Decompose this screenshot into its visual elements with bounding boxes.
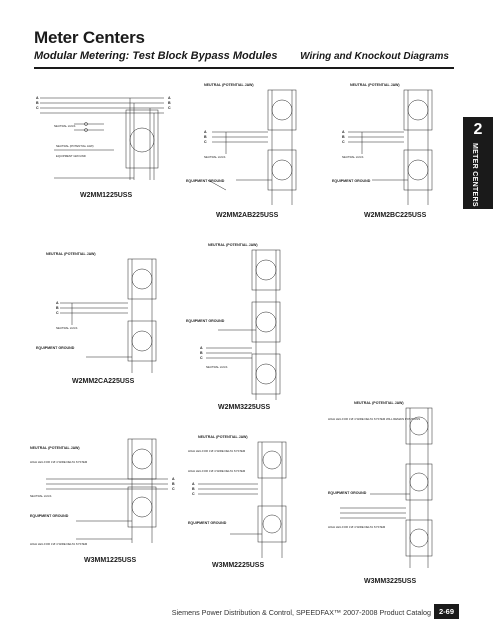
d7-label-ground: EQUIPMENT GROUND	[188, 521, 227, 525]
footer-catalog: Siemens Power Distribution & Control, SP…	[171, 608, 431, 617]
d7-label-high-leg-top: HIGH LEG FOR 3 Ø 4 WIRE DELTA SYSTEM	[188, 449, 246, 453]
section-tab: 2 METER CENTERS	[463, 117, 493, 209]
d6-label-neutral-jaw: NEUTRAL (POTENTIAL JAW)	[30, 446, 80, 450]
d5-label-a: A	[200, 346, 203, 350]
d7-label-neutral-jaw: NEUTRAL (POTENTIAL JAW)	[198, 435, 248, 439]
page-subtitle: Modular Metering: Test Block Bypass Modu…	[34, 50, 278, 62]
d3-label-neutral-jaw: NEUTRAL (POTENTIAL JAW)	[350, 83, 400, 87]
d3-label-b: B	[342, 135, 345, 139]
wiring-diagram-w2mm2ca225uss: NEUTRAL (POTENTIAL JAW) A B C NEUTRAL LU…	[36, 245, 186, 390]
d7-label-a: A	[192, 482, 195, 486]
wiring-diagram-6-drawing: NEUTRAL (POTENTIAL JAW) HIGH LEG FOR 3 Ø…	[30, 438, 175, 546]
d3-label-c: C	[342, 140, 345, 144]
d4-caption: W2MM2CA225USS	[72, 378, 135, 385]
page-title: Meter Centers	[34, 28, 145, 47]
wiring-diagram-w3mm2225uss: NEUTRAL (POTENTIAL JAW) HIGH LEG FOR 3 Ø…	[188, 432, 320, 577]
d5-label-ground: EQUIPMENT GROUND	[186, 319, 225, 323]
d4-label-neutral-lugs: NEUTRAL LUGS	[56, 326, 77, 330]
d6-label-c: C	[172, 487, 175, 491]
d5-label-c: C	[200, 356, 203, 360]
d8-label-high-leg-top: HIGH LEG FOR 3 Ø 4 WIRE DELTA SYSTEM WIL…	[328, 417, 420, 421]
d4-label-neutral-jaw: NEUTRAL (POTENTIAL JAW)	[46, 252, 96, 256]
wiring-diagram-w2mm2ab225uss: NEUTRAL (POTENTIAL JAW) A B C NEUTRAL LU…	[186, 80, 316, 225]
d5-caption: W2MM3225USS	[218, 404, 271, 411]
d4-label-c: C	[56, 311, 59, 315]
d6-caption: W3MM1225USS	[84, 557, 137, 564]
d8-label-high-leg-bottom: HIGH LEG FOR 3 Ø 4 WIRE DELTA SYSTEM	[328, 525, 386, 529]
wiring-diagram-w2mm2bc225uss: NEUTRAL (POTENTIAL JAW) A B C NEUTRAL LU…	[332, 80, 452, 225]
d3-caption: W2MM2BC225USS	[364, 212, 427, 219]
d1-label-neutral-jaw: NEUTRAL (POTENTIAL JAW)	[56, 144, 94, 148]
d2-label-neutral-lugs: NEUTRAL LUGS	[204, 155, 225, 159]
d2-label-ground: EQUIPMENT GROUND	[186, 179, 225, 183]
d7-label-high-leg-mid: HIGH LEG FOR 3 Ø 4 WIRE DELTA SYSTEM	[188, 469, 246, 473]
d1-label-ground: EQUIPMENT GROUND	[56, 154, 86, 158]
section-title: Wiring and Knockout Diagrams	[300, 51, 449, 62]
d7-caption: W3MM2225USS	[212, 562, 265, 569]
wiring-diagram-4-drawing: NEUTRAL (POTENTIAL JAW) A B C NEUTRAL LU…	[36, 252, 157, 373]
d1-label-neutral-lugs: NEUTRAL LUGS	[54, 124, 75, 128]
d6-label-b: B	[172, 482, 175, 486]
d1-caption: W2MM1225USS	[80, 192, 133, 199]
wiring-diagram-2-drawing: NEUTRAL (POTENTIAL JAW) A B C NEUTRAL LU…	[186, 83, 297, 205]
section-number: 2	[473, 121, 483, 138]
wiring-diagram-1-drawing: A B C A B C NEUTRAL LUGS NEUTRAL (POTENT…	[36, 96, 171, 180]
d1-label-a-right: A	[168, 96, 171, 100]
d1-label-c-right: C	[168, 106, 171, 110]
d6-label-ground: EQUIPMENT GROUND	[30, 514, 69, 518]
d6-label-neutral-lugs: NEUTRAL LUGS	[30, 494, 51, 498]
d1-label-b-right: B	[168, 101, 171, 105]
d3-label-ground: EQUIPMENT GROUND	[332, 179, 371, 183]
d7-label-b: B	[192, 487, 195, 491]
d5-label-neutral-lugs: NEUTRAL LUGS	[206, 365, 227, 369]
d5-label-b: B	[200, 351, 203, 355]
d8-label-ground: EQUIPMENT GROUND	[328, 491, 367, 495]
page-number: 2-69	[433, 604, 459, 619]
d2-label-c: C	[204, 140, 207, 144]
d3-label-neutral-lugs: NEUTRAL LUGS	[342, 155, 363, 159]
d4-label-b: B	[56, 306, 59, 310]
section-label: METER CENTERS	[471, 143, 478, 207]
wiring-diagram-7-drawing: NEUTRAL (POTENTIAL JAW) HIGH LEG FOR 3 Ø…	[188, 435, 287, 558]
wiring-diagram-5-drawing: NEUTRAL (POTENTIAL JAW) EQUIPMENT GROUND…	[186, 243, 281, 400]
wiring-diagram-w3mm3225uss: NEUTRAL (POTENTIAL JAW) HIGH LEG FOR 3 Ø…	[328, 398, 455, 588]
d2-label-neutral-jaw: NEUTRAL (POTENTIAL JAW)	[204, 83, 254, 87]
d5-label-neutral-jaw: NEUTRAL (POTENTIAL JAW)	[208, 243, 258, 247]
d1-label-b: B	[36, 101, 39, 105]
d1-label-c: C	[36, 106, 39, 110]
d3-label-a: A	[342, 130, 345, 134]
header-rule	[34, 67, 454, 69]
d6-label-a: A	[172, 477, 175, 481]
d6-label-high-leg-bottom: HIGH LEG FOR 3 Ø 4 WIRE DELTA SYSTEM	[30, 542, 88, 546]
d8-label-neutral-jaw: NEUTRAL (POTENTIAL JAW)	[354, 401, 404, 405]
d4-label-a: A	[56, 301, 59, 305]
d2-label-a: A	[204, 130, 207, 134]
d8-caption: W3MM3225USS	[364, 578, 417, 585]
d2-caption: W2MM2AB225USS	[216, 212, 279, 219]
d7-label-c: C	[192, 492, 195, 496]
d2-label-b: B	[204, 135, 207, 139]
wiring-diagram-w3mm1225uss: NEUTRAL (POTENTIAL JAW) HIGH LEG FOR 3 Ø…	[30, 425, 186, 570]
wiring-diagram-3-drawing: NEUTRAL (POTENTIAL JAW) A B C NEUTRAL LU…	[332, 83, 433, 205]
d6-label-high-leg-top: HIGH LEG FOR 3 Ø 4 WIRE DELTA SYSTEM	[30, 460, 88, 464]
wiring-diagram-w2mm3225uss: NEUTRAL (POTENTIAL JAW) EQUIPMENT GROUND…	[186, 240, 318, 415]
d4-label-ground: EQUIPMENT GROUND	[36, 346, 75, 350]
wiring-diagram-8-drawing: NEUTRAL (POTENTIAL JAW) HIGH LEG FOR 3 Ø…	[328, 401, 433, 568]
d1-label-a: A	[36, 96, 39, 100]
wiring-diagram-w2mm1225uss: A B C A B C NEUTRAL LUGS NEUTRAL (POTENT…	[34, 80, 179, 200]
